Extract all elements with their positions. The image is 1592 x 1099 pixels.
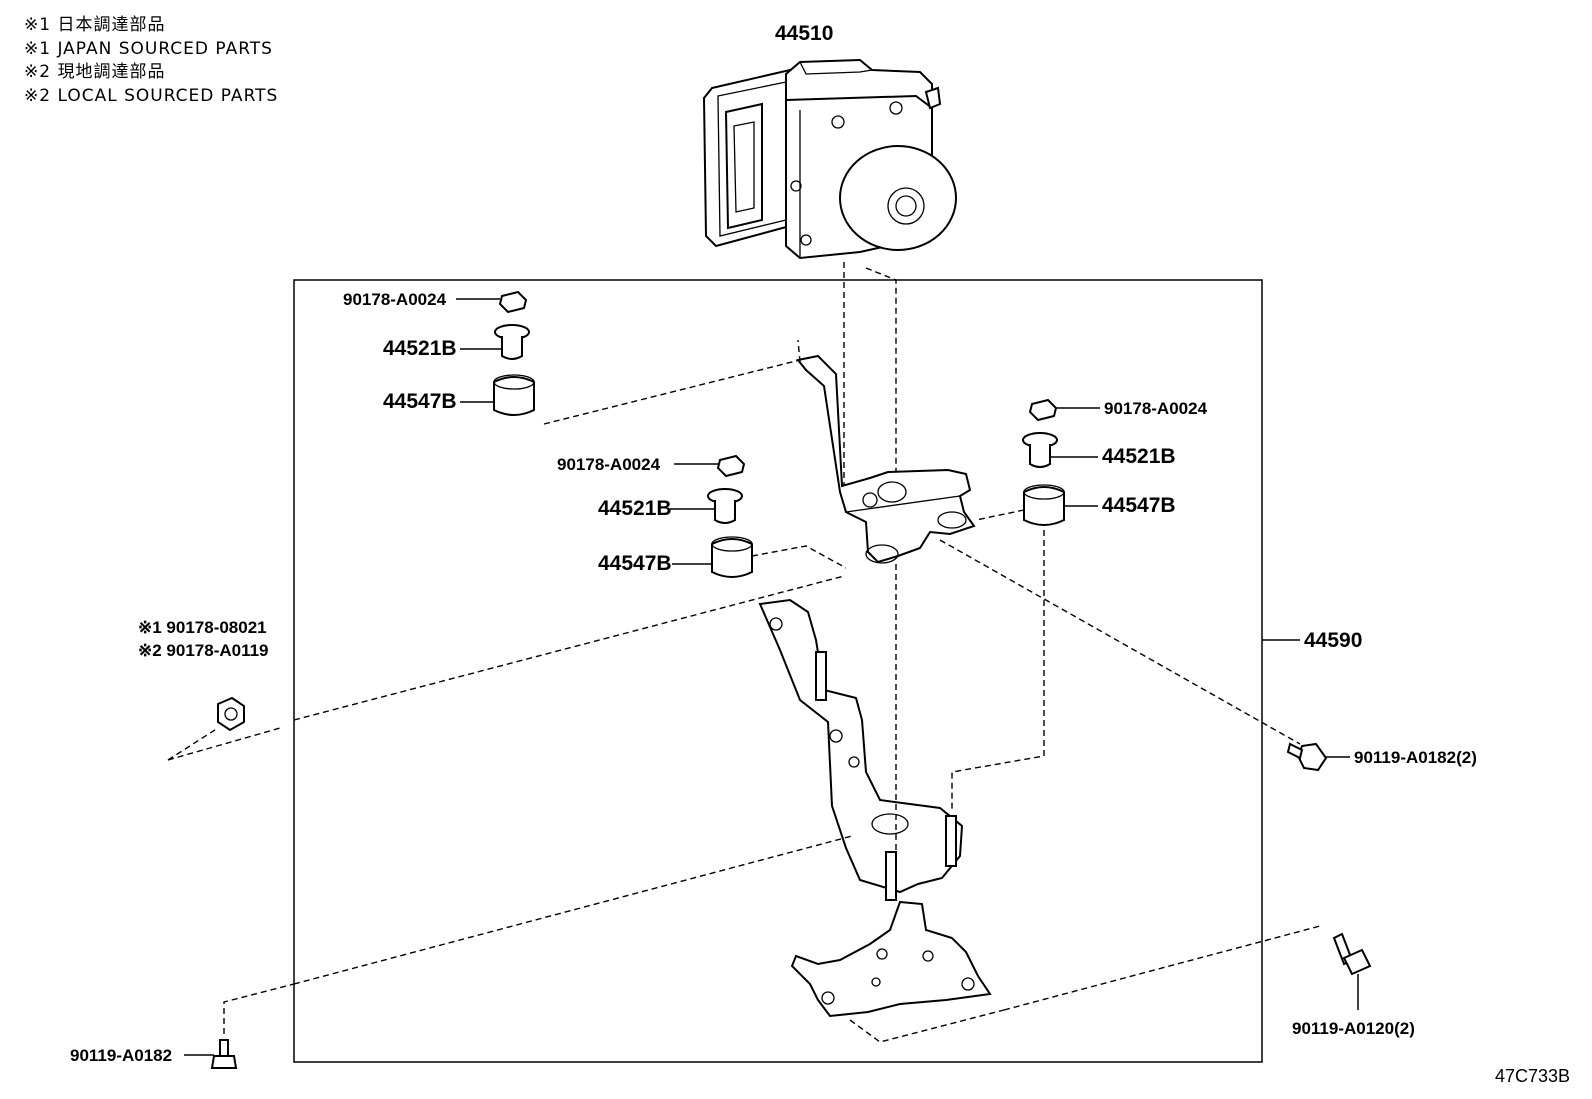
legend-line-4: ※2 LOCAL SOURCED PARTS xyxy=(24,85,279,106)
label-bolt-bottom-left: 90119-A0182 xyxy=(70,1046,172,1065)
legend-line-3: ※2 現地調達部品 xyxy=(24,62,166,82)
bolt-bottom-left-illustration xyxy=(210,1039,238,1069)
label-collar-b: 44521B xyxy=(598,497,672,520)
nut-c-illustration xyxy=(1028,398,1058,422)
label-nut-japan: ※1 90178-08021 xyxy=(138,618,267,637)
label-nut-b: 90178-A0024 xyxy=(557,455,661,474)
label-bracket-assy: 44590 xyxy=(1304,629,1362,652)
legend: ※1 日本調達部品 ※1 JAPAN SOURCED PARTS ※2 現地調達… xyxy=(24,14,278,108)
label-nut-a: 90178-A0024 xyxy=(343,290,447,309)
bolt-right-illustration xyxy=(1286,742,1328,772)
legend-line-2: ※1 JAPAN SOURCED PARTS xyxy=(24,38,273,59)
cushion-b-illustration xyxy=(711,536,753,578)
upper-bracket-illustration xyxy=(796,354,976,564)
cushion-c-illustration xyxy=(1023,484,1065,526)
bottom-bracket-illustration xyxy=(790,900,992,1018)
hex-nut-illustration xyxy=(217,696,245,732)
nut-b-illustration xyxy=(716,454,746,478)
label-bolt-bottom-right: 90119-A0120(2) xyxy=(1292,1019,1415,1038)
collar-b-illustration xyxy=(707,488,743,524)
abs-actuator-illustration xyxy=(702,58,957,260)
label-nut-local: ※2 90178-A0119 xyxy=(138,641,269,660)
label-actuator: 44510 xyxy=(775,22,833,45)
lower-bracket-illustration xyxy=(758,598,964,901)
label-collar-c: 44521B xyxy=(1102,445,1176,468)
bolt-bottom-right-illustration xyxy=(1332,932,1372,976)
label-bolt-right: 90119-A0182(2) xyxy=(1354,748,1477,767)
collar-c-illustration xyxy=(1022,432,1058,468)
label-collar-a: 44521B xyxy=(383,337,457,360)
diagram-code: 47C733B xyxy=(1494,1066,1570,1086)
collar-a-illustration xyxy=(494,324,530,360)
label-cushion-c: 44547B xyxy=(1102,494,1176,517)
label-cushion-b: 44547B xyxy=(598,552,672,575)
legend-line-1: ※1 日本調達部品 xyxy=(24,15,166,35)
cushion-a-illustration xyxy=(493,374,535,416)
label-cushion-a: 44547B xyxy=(383,390,457,413)
nut-a-illustration xyxy=(498,290,528,314)
assembly-frame xyxy=(293,279,1263,1063)
label-nut-c: 90178-A0024 xyxy=(1104,399,1208,418)
